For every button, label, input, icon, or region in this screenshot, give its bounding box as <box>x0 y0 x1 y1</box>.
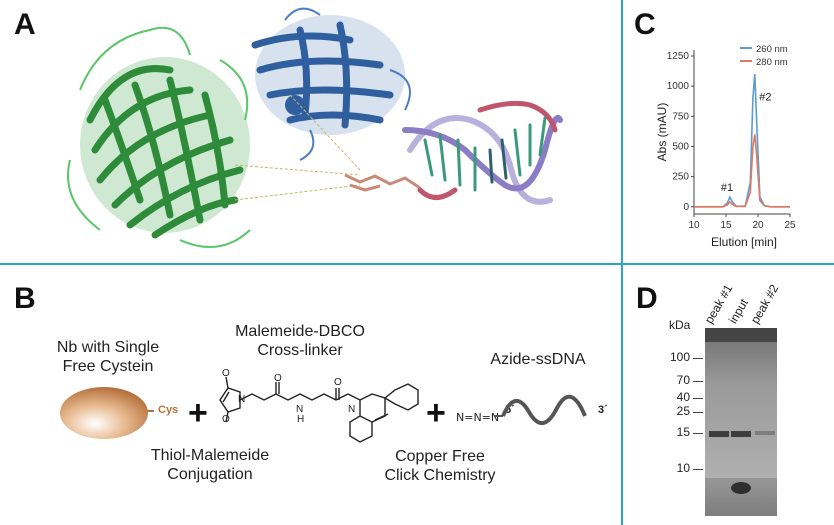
five-prime-label: 5´ <box>505 404 515 416</box>
y-tick-label: 1000 <box>667 81 690 92</box>
gel-marker-label: 70 <box>676 373 690 387</box>
y-tick-label: 0 <box>683 202 689 213</box>
panel-d-letter: D <box>636 282 658 315</box>
atom-o1: O <box>222 368 230 379</box>
atom-h1: H <box>297 414 305 425</box>
atom-o2: O <box>222 414 230 425</box>
gel-marker-label: 40 <box>676 390 690 404</box>
maleimide-dbco-structure <box>219 376 419 443</box>
gel-marker-tick <box>693 433 703 434</box>
atom-n2: N <box>296 404 304 415</box>
y-tick-label: 500 <box>672 141 689 152</box>
gel-marker-label: 25 <box>676 404 690 418</box>
y-axis-label: Abs (mAU) <box>655 103 669 162</box>
x-tick-label: 20 <box>752 220 764 231</box>
gel-marker-tick <box>693 381 703 382</box>
gel-lane-label: input <box>725 296 752 326</box>
legend-entry: 260 nm <box>756 44 788 55</box>
panel-b-letter: B <box>14 282 36 315</box>
gel-marker-tick <box>693 412 703 413</box>
kda-label: kDa <box>669 318 691 332</box>
ssdna-wave-graphic <box>495 394 587 425</box>
protein-dna-structure-image <box>67 7 563 248</box>
x-tick-label: 10 <box>688 220 700 231</box>
gel-lane-label: peak #2 <box>747 282 782 326</box>
plus-sign-2: + <box>426 394 446 432</box>
azide-label: Azide-ssDNA <box>490 351 586 368</box>
panel-a-letter: A <box>14 8 36 41</box>
azide-formula: N=N=N <box>456 411 500 424</box>
gel-image <box>705 328 777 516</box>
click-label-line1: Copper Free <box>395 448 485 465</box>
thiol-label-line2: Conjugation <box>167 466 253 483</box>
green-protein-barrel <box>67 26 251 248</box>
linker-label-line2: Cross-linker <box>257 342 343 359</box>
series-line-280-nm <box>694 134 790 208</box>
gel-marker-tick <box>693 398 703 399</box>
atom-o3: O <box>274 373 282 384</box>
gel-marker-label: 15 <box>676 425 690 439</box>
x-axis-label: Elution [min] <box>711 235 777 249</box>
thiol-label-line1: Thiol-Malemeide <box>150 447 270 464</box>
nanobody-ellipse-graphic <box>60 387 154 439</box>
y-tick-label: 1250 <box>667 51 690 62</box>
x-tick-label: 25 <box>784 220 796 231</box>
click-label-line2: Click Chemistry <box>384 467 496 484</box>
gel-marker-tick <box>693 358 703 359</box>
series-line-260-nm <box>694 74 790 208</box>
atom-n3: N <box>348 404 356 415</box>
panel-c-letter: C <box>634 8 656 41</box>
atom-o4: O <box>334 377 342 388</box>
y-tick-label: 750 <box>672 111 689 122</box>
plus-sign-1: + <box>188 394 208 432</box>
gel-marker-label: 10 <box>676 461 690 475</box>
three-prime-label: 3´ <box>598 404 608 416</box>
blue-nanobody <box>251 7 411 161</box>
gel-marker-label: 100 <box>669 350 690 364</box>
x-tick-label: 15 <box>720 220 732 231</box>
dna-helix <box>402 100 563 205</box>
cys-label: Cys <box>158 404 179 416</box>
y-tick-label: 250 <box>672 172 689 183</box>
gel-marker-tick <box>693 469 703 470</box>
peak-2-annotation: #2 <box>759 92 771 104</box>
peak-1-annotation: #1 <box>721 182 733 194</box>
legend-entry: 280 nm <box>756 57 788 68</box>
nb-label-line2: Free Cystein <box>62 358 154 375</box>
horizontal-divider <box>0 263 834 265</box>
vertical-divider <box>621 0 623 525</box>
linker-label-line1: Malemeide-DBCO <box>235 323 365 340</box>
atom-n1: N <box>238 394 246 405</box>
nb-label-line1: Nb with Single <box>56 339 160 356</box>
linker-molecule <box>344 173 421 192</box>
